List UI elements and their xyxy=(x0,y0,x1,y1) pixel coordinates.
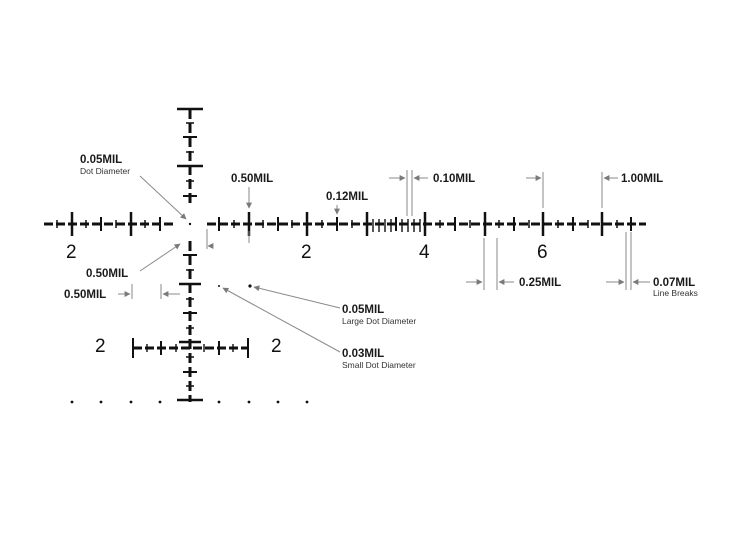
label-small-dot-caption: Small Dot Diameter xyxy=(342,360,416,370)
number-lower-left-2: 2 xyxy=(95,336,106,357)
lower-tree-bar xyxy=(132,338,249,358)
dot-row-bottom xyxy=(70,400,309,404)
label-hash-spacing-vertical: 0.50MIL xyxy=(64,289,106,301)
reticle-numbers: 2 2 4 6 2 2 xyxy=(66,242,548,357)
label-dot-diameter-value: 0.05MIL xyxy=(80,154,122,166)
vertical-major-ticks xyxy=(177,107,203,402)
vertical-crosshair xyxy=(177,107,203,402)
center-dot xyxy=(188,222,192,226)
number-lower-right-2: 2 xyxy=(271,336,282,357)
callout-guides xyxy=(118,170,650,353)
horizontal-small-ticks xyxy=(56,220,618,228)
label-small-dot-value: 0.03MIL xyxy=(342,348,384,360)
callout-labels: 0.05MIL Dot Diameter 0.50MIL 0.12MIL 0.1… xyxy=(64,154,698,370)
label-line-width-thin: 0.10MIL xyxy=(433,173,475,185)
vertical-medium-ticks xyxy=(183,136,197,373)
dot-pair-reference xyxy=(218,284,252,288)
label-major-spacing: 1.00MIL xyxy=(621,173,663,185)
label-line-break-value: 0.07MIL xyxy=(653,277,695,289)
label-hash-spacing-top: 0.50MIL xyxy=(231,173,273,185)
label-line-break-caption: Line Breaks xyxy=(653,288,698,298)
large-dot xyxy=(248,284,252,288)
number-right-2: 2 xyxy=(301,242,312,263)
label-dot-diameter-caption: Dot Diameter xyxy=(80,166,130,176)
label-large-dot-value: 0.05MIL xyxy=(342,304,384,316)
number-6: 6 xyxy=(537,242,548,263)
number-left-2: 2 xyxy=(66,242,77,263)
horizontal-crosshair xyxy=(44,212,646,236)
label-large-dot-caption: Large Dot Diameter xyxy=(342,316,416,326)
horizontal-medium-ticks xyxy=(100,217,632,231)
number-4: 4 xyxy=(419,242,430,263)
horizontal-fine-ticks xyxy=(372,219,421,232)
vertical-small-ticks xyxy=(186,122,194,387)
small-dot xyxy=(218,285,220,287)
label-small-hash-top: 0.12MIL xyxy=(326,191,368,203)
label-hash-gap: 0.25MIL xyxy=(519,277,561,289)
label-hash-spacing-left: 0.50MIL xyxy=(86,268,128,280)
